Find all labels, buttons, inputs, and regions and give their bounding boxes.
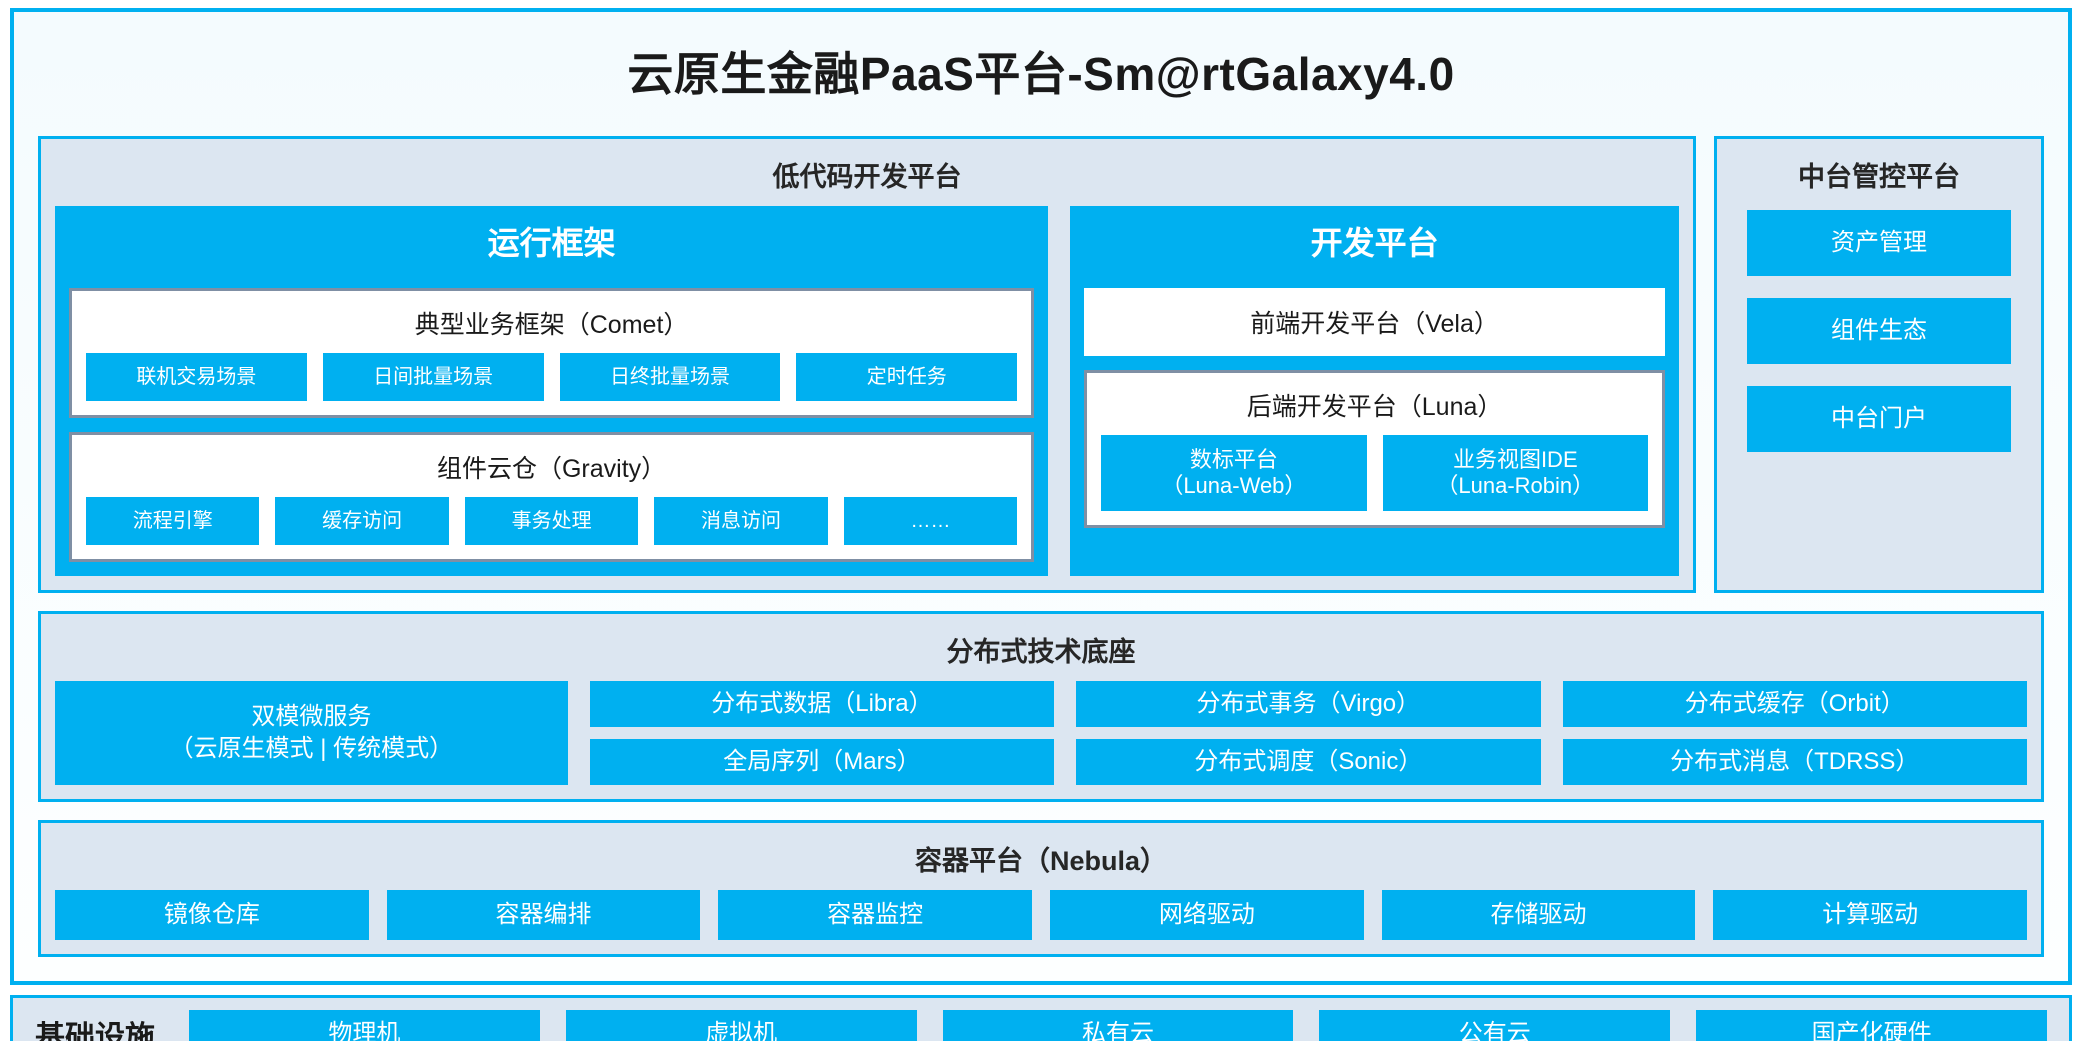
- infrastructure-items: 物理机 虚拟机 私有云 公有云 国产化硬件: [189, 1010, 2047, 1041]
- gravity-item-process-engine[interactable]: 流程引擎: [86, 497, 260, 545]
- comet-title: 典型业务框架（Comet）: [414, 311, 689, 339]
- dist-item-sonic[interactable]: 分布式调度（Sonic）: [1076, 739, 1541, 785]
- control-platform-panel: 中台管控平台 资产管理 组件生态 中台门户: [1714, 136, 2044, 593]
- infrastructure-strip: 基础设施 物理机 虚拟机 私有云 公有云 国产化硬件: [10, 995, 2072, 1041]
- infrastructure-label: 基础设施: [35, 1021, 155, 1041]
- container-item-storage-driver[interactable]: 存储驱动: [1381, 890, 1696, 940]
- distributed-column-2: 分布式事务（Virgo） 分布式调度（Sonic）: [1076, 681, 1541, 785]
- luna-robin-name: 业务视图IDE: [1452, 446, 1578, 472]
- dist-item-libra[interactable]: 分布式数据（Libra）: [589, 681, 1055, 727]
- container-platform-items: 镜像仓库 容器编排 容器监控 网络驱动 存储驱动 计算驱动: [55, 890, 2028, 940]
- comet-item-eod-batch[interactable]: 日终批量场景: [559, 353, 781, 401]
- distributed-base-panel: 分布式技术底座 双模微服务 （云原生模式 | 传统模式） 分布式数据（Libra…: [38, 611, 2044, 802]
- container-item-network-driver[interactable]: 网络驱动: [1050, 890, 1364, 940]
- platform-frame: 云原生金融PaaS平台-Sm@rtGalaxy4.0 低代码开发平台 运行框架 …: [10, 8, 2072, 985]
- gravity-item-transaction-processing[interactable]: 事务处理: [464, 497, 639, 545]
- dist-item-virgo[interactable]: 分布式事务（Virgo）: [1076, 681, 1541, 727]
- distributed-columns: 分布式数据（Libra） 全局序列（Mars） 分布式事务（Virgo） 分布式…: [589, 681, 2027, 785]
- comet-items: 联机交易场景 日间批量场景 日终批量场景 定时任务: [86, 353, 1018, 401]
- gravity-item-cache-access[interactable]: 缓存访问: [275, 497, 449, 545]
- infra-item-domestic-hardware[interactable]: 国产化硬件: [1696, 1010, 2047, 1041]
- luna-title: 后端开发平台（Luna）: [1246, 393, 1503, 421]
- control-item-asset-management[interactable]: 资产管理: [1747, 210, 2011, 276]
- dist-item-mars[interactable]: 全局序列（Mars）: [589, 739, 1055, 785]
- container-item-orchestration[interactable]: 容器编排: [386, 890, 701, 940]
- dist-item-tdrss[interactable]: 分布式消息（TDRSS）: [1562, 739, 2027, 785]
- luna-robin-code: （Luna-Robin）: [1436, 473, 1595, 498]
- comet-item-scheduled-task[interactable]: 定时任务: [796, 353, 1018, 401]
- distributed-column-1: 分布式数据（Libra） 全局序列（Mars）: [589, 681, 1055, 785]
- container-item-compute-driver[interactable]: 计算驱动: [1713, 890, 2028, 940]
- container-platform-panel: 容器平台（Nebula） 镜像仓库 容器编排 容器监控 网络驱动 存储驱动 计算…: [38, 820, 2044, 957]
- page-title: 云原生金融PaaS平台-Sm@rtGalaxy4.0: [627, 48, 1455, 100]
- dist-item-orbit[interactable]: 分布式缓存（Orbit）: [1562, 681, 2027, 727]
- gravity-group: 组件云仓（Gravity） 流程引擎 缓存访问 事务处理 消息访问 ……: [69, 432, 1035, 562]
- gravity-item-more[interactable]: ……: [843, 497, 1018, 545]
- comet-group: 典型业务框架（Comet） 联机交易场景 日间批量场景 日终批量场景 定时任务: [69, 288, 1035, 418]
- control-platform-items: 资产管理 组件生态 中台门户: [1731, 206, 2027, 576]
- gravity-item-message-access[interactable]: 消息访问: [654, 497, 828, 545]
- luna-web-code: （Luna-Web）: [1161, 473, 1307, 498]
- lowcode-platform-title: 低代码开发平台: [772, 162, 962, 192]
- distributed-column-3: 分布式缓存（Orbit） 分布式消息（TDRSS）: [1562, 681, 2027, 785]
- luna-items: 数标平台 （Luna-Web） 业务视图IDE （Luna-Robin）: [1101, 435, 1648, 511]
- lowcode-body: 运行框架 典型业务框架（Comet） 联机交易场景 日间批量场景 日终批量场景 …: [55, 206, 1679, 576]
- infra-item-private-cloud[interactable]: 私有云: [942, 1010, 1294, 1041]
- container-platform-title: 容器平台（Nebula）: [914, 846, 1168, 876]
- runtime-framework-title: 运行框架: [487, 225, 616, 261]
- control-item-component-ecosystem[interactable]: 组件生态: [1747, 298, 2011, 364]
- container-item-monitoring[interactable]: 容器监控: [718, 890, 1033, 940]
- control-item-portal[interactable]: 中台门户: [1747, 386, 2011, 452]
- infra-item-physical-machine[interactable]: 物理机: [189, 1010, 540, 1041]
- dual-mode-line2: （云原生模式 | 传统模式）: [169, 735, 454, 762]
- luna-item-luna-robin[interactable]: 业务视图IDE （Luna-Robin）: [1382, 435, 1648, 511]
- gravity-items: 流程引擎 缓存访问 事务处理 消息访问 ……: [86, 497, 1018, 545]
- gravity-title: 组件云仓（Gravity）: [436, 455, 667, 483]
- comet-item-intraday-batch[interactable]: 日间批量场景: [322, 353, 544, 401]
- control-platform-title: 中台管控平台: [1798, 162, 1960, 192]
- dual-mode-line1: 双模微服务: [251, 702, 372, 730]
- dual-mode-microservice-tile[interactable]: 双模微服务 （云原生模式 | 传统模式）: [55, 681, 568, 785]
- dual-mode-microservice-wrapper: 双模微服务 （云原生模式 | 传统模式）: [55, 681, 568, 785]
- development-platform-title: 开发平台: [1310, 225, 1439, 261]
- lowcode-platform-panel: 低代码开发平台 运行框架 典型业务框架（Comet） 联机交易场景 日间批量场景…: [38, 136, 1696, 593]
- luna-item-luna-web[interactable]: 数标平台 （Luna-Web）: [1101, 435, 1367, 511]
- infra-item-public-cloud[interactable]: 公有云: [1319, 1010, 1671, 1041]
- distributed-base-body: 双模微服务 （云原生模式 | 传统模式） 分布式数据（Libra） 全局序列（M…: [55, 681, 2027, 785]
- distributed-base-title: 分布式技术底座: [946, 637, 1136, 667]
- container-item-image-registry[interactable]: 镜像仓库: [55, 890, 369, 940]
- development-platform-box: 开发平台 前端开发平台（Vela） 后端开发平台（Luna） 数标平台 （Lun…: [1070, 206, 1679, 576]
- luna-group: 后端开发平台（Luna） 数标平台 （Luna-Web） 业务视图IDE （Lu…: [1084, 370, 1665, 528]
- infra-item-virtual-machine[interactable]: 虚拟机: [565, 1010, 917, 1041]
- top-row: 低代码开发平台 运行框架 典型业务框架（Comet） 联机交易场景 日间批量场景…: [38, 136, 2044, 593]
- comet-item-online-transaction[interactable]: 联机交易场景: [86, 353, 307, 401]
- luna-web-name: 数标平台: [1189, 446, 1278, 472]
- vela-frontend-platform[interactable]: 前端开发平台（Vela）: [1084, 288, 1665, 356]
- runtime-framework-box: 运行框架 典型业务框架（Comet） 联机交易场景 日间批量场景 日终批量场景 …: [55, 206, 1049, 576]
